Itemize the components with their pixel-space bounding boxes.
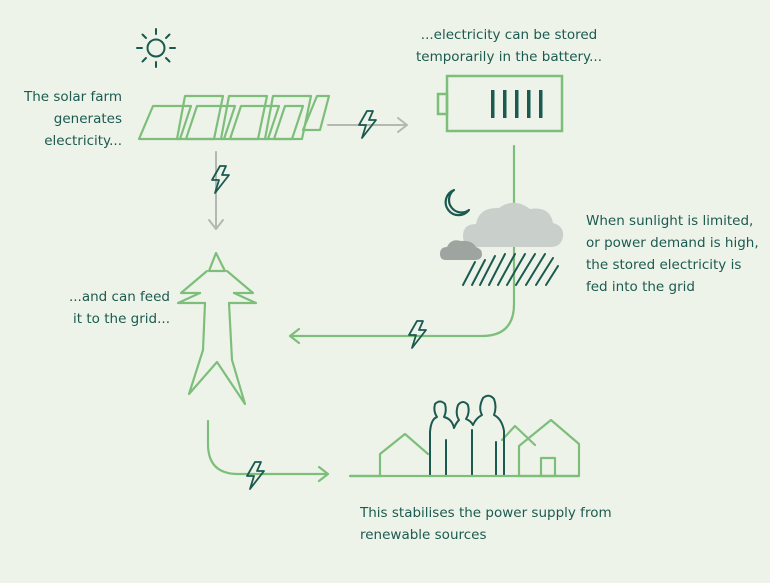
rain-cloud-icon bbox=[440, 202, 564, 286]
label-battery-storage: ...electricity can be stored temporarily… bbox=[415, 27, 602, 65]
battery-icon bbox=[436, 74, 564, 133]
solar-panels-icon bbox=[137, 94, 331, 141]
line-pylon-to-homes bbox=[206, 419, 330, 483]
power-pylon-icon bbox=[176, 251, 258, 406]
battery-cell bbox=[503, 90, 507, 118]
people-icon bbox=[429, 394, 505, 477]
battery-cell bbox=[527, 90, 531, 118]
label-feed-grid: ...and can feed it to the grid... bbox=[68, 289, 170, 327]
sun-icon bbox=[136, 28, 176, 68]
battery-cell bbox=[539, 90, 543, 118]
line-battery-to-grid bbox=[288, 144, 516, 345]
lightning-bolt-icon bbox=[246, 461, 265, 490]
battery-cell bbox=[491, 90, 495, 118]
lightning-bolt-icon bbox=[211, 165, 230, 194]
lightning-bolt-icon bbox=[358, 110, 377, 139]
lightning-bolt-icon bbox=[408, 320, 427, 349]
arrow-solar-to-battery bbox=[327, 117, 408, 133]
label-stabilise-supply: This stabilises the power supply from re… bbox=[360, 505, 612, 543]
houses-icon bbox=[348, 418, 581, 478]
label-solar-farm: The solar farm generates electricity... bbox=[23, 89, 122, 149]
moon-icon bbox=[444, 188, 471, 217]
battery-cell bbox=[515, 90, 519, 118]
label-stored-electricity: When sunlight is limited, or power deman… bbox=[586, 213, 759, 295]
